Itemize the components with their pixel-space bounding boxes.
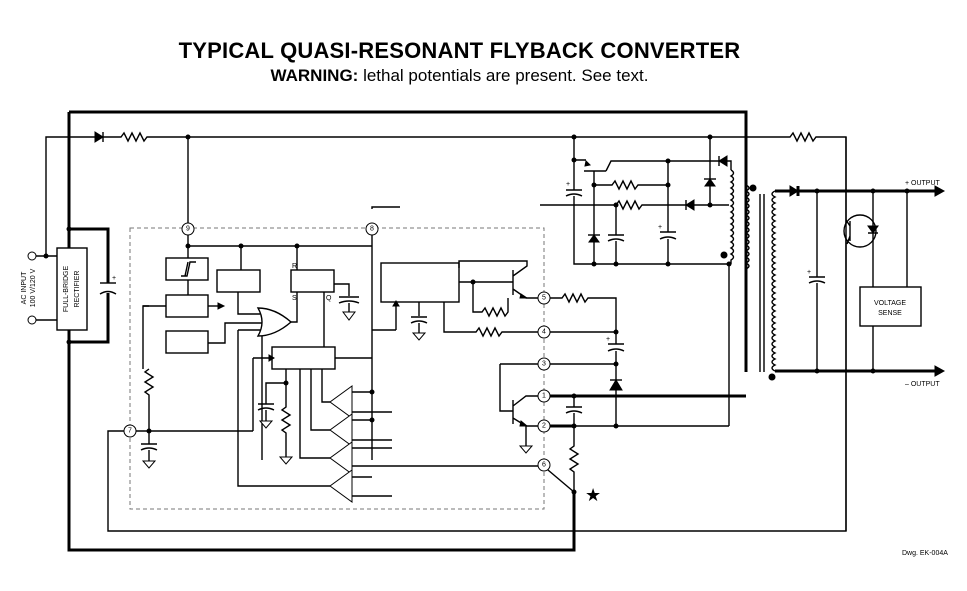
output-diode-icon	[789, 185, 799, 197]
svg-text:8: 8	[370, 226, 374, 233]
tsd-block	[165, 330, 209, 354]
latch-s-label: S	[292, 295, 297, 302]
latch-r-label: R	[292, 263, 297, 270]
output-section: + VOLTAGE SENSE + OUTPUT – OUTPUT	[746, 131, 946, 531]
driver-block	[380, 262, 460, 303]
ac-terminal-bottom	[27, 315, 37, 325]
secondary-winding	[771, 190, 777, 372]
warning-subtitle: WARNING: lethal potentials are present. …	[0, 66, 919, 86]
comparator-bank	[237, 330, 543, 503]
svg-text:1: 1	[542, 393, 546, 400]
svg-text:5: 5	[542, 295, 546, 302]
pin-2: 2	[537, 419, 551, 433]
primary-winding	[744, 184, 750, 270]
diagram-title: TYPICAL QUASI-RESONANT FLYBACK CONVERTER	[178, 38, 741, 63]
flyback-transformer	[744, 184, 777, 381]
svg-text:9: 9	[186, 226, 190, 233]
star-marker: ★	[585, 485, 601, 505]
warning-label: WARNING:	[270, 66, 359, 85]
pin-4: 4	[537, 325, 551, 339]
ac-input-voltage-label: 100 V/120 V	[30, 268, 37, 307]
full-bridge-rectifier: FULL-BRIDGE RECTIFIER +	[56, 226, 117, 345]
logic-block	[271, 346, 336, 370]
plus-output-arrow	[934, 185, 946, 197]
primary-bus	[67, 110, 748, 552]
startup-path	[94, 131, 746, 224]
pin-8: 8	[365, 222, 379, 236]
or-gate	[256, 307, 293, 337]
optocoupler	[843, 214, 877, 248]
minus-output-arrow	[934, 365, 946, 377]
cap-plus-sign: +	[658, 224, 662, 231]
regulator-block	[165, 294, 209, 318]
aux-winding	[729, 169, 735, 264]
ac-terminal-top	[27, 251, 37, 261]
cap-plus-sign: +	[566, 181, 570, 188]
cap-plus-sign: +	[807, 269, 811, 276]
svg-text:4: 4	[542, 329, 546, 336]
warning-text: lethal potentials are present. See text.	[358, 66, 649, 85]
svg-text:3: 3	[542, 361, 546, 368]
minus-output-label: – OUTPUT	[905, 381, 940, 388]
pin-6: 6	[537, 458, 551, 472]
cap-plus-sign: +	[112, 275, 116, 282]
rectifier-label-1: FULL-BRIDGE	[63, 266, 70, 313]
ac-input-label: AC INPUT	[21, 271, 28, 304]
ic-internal: R S Q	[136, 206, 543, 503]
diode-icon	[94, 131, 104, 143]
pin-1: 1	[537, 389, 551, 403]
hysteresis-icon	[181, 261, 196, 277]
pin-3: 3	[537, 357, 551, 371]
ac-input: AC INPUT 100 V/120 V	[21, 136, 95, 325]
svg-text:6: 6	[542, 462, 546, 469]
voltage-sense-block	[859, 286, 922, 327]
latch-q-label: Q	[326, 295, 332, 302]
svg-text:2: 2	[542, 423, 546, 430]
voltage-sense-label-2: SENSE	[878, 310, 902, 317]
drawing-number: Dwg. EK-004A	[902, 550, 948, 557]
ic-pins: 9 8 5 4 3 1 2 6 7	[123, 222, 551, 472]
latch-block	[290, 269, 335, 293]
voltage-sense-label-1: VOLTAGE	[874, 300, 906, 307]
aux-supply: + +	[540, 134, 735, 426]
plus-output-label: + OUTPUT	[905, 180, 941, 187]
cap-plus-sign: +	[606, 336, 610, 343]
pin-7: 7	[123, 424, 137, 438]
rectifier-label-2: RECTIFIER	[74, 271, 81, 308]
external-pin-network: + ★	[107, 136, 847, 532]
timer-block	[216, 269, 261, 293]
pin-5: 5	[537, 291, 551, 305]
pin-9: 9	[181, 222, 195, 236]
svg-text:7: 7	[128, 428, 132, 435]
